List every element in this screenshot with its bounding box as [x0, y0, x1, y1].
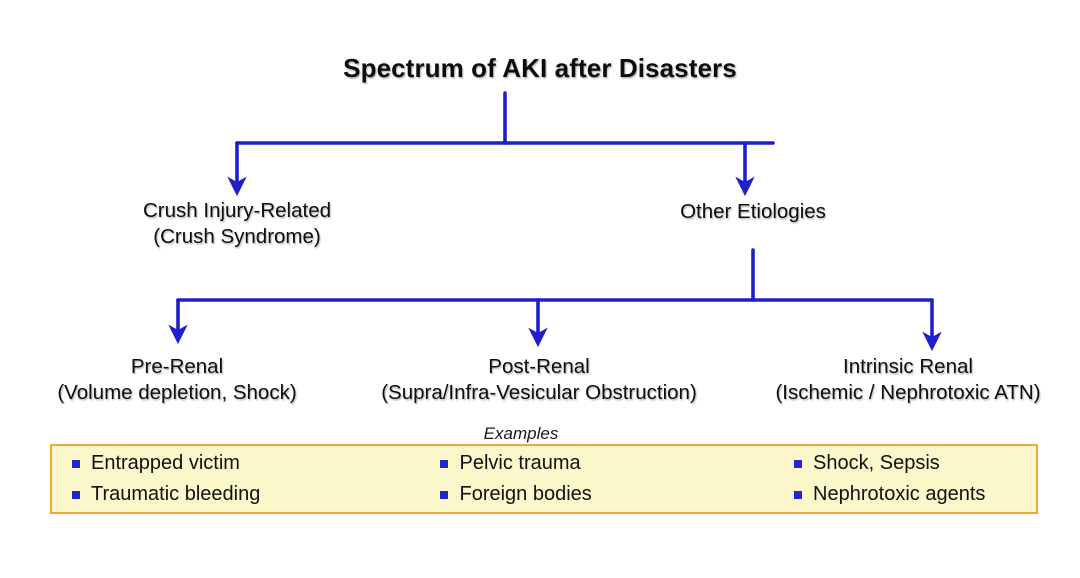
- list-item: Entrapped victim: [72, 448, 420, 479]
- node-other-etiologies: Other Etiologies: [553, 199, 953, 225]
- bullet-square-icon: [440, 459, 449, 468]
- list-item-label: Foreign bodies: [459, 483, 592, 505]
- bullet-square-icon: [794, 490, 803, 499]
- bullet-square-icon: [72, 459, 80, 468]
- examples-column-post-renal: Pelvic trauma Foreign bodies: [420, 448, 774, 510]
- connector-other-to-level3: [168, 248, 942, 352]
- examples-column-crush: Entrapped victim Traumatic bleeding: [52, 448, 420, 510]
- examples-box: Entrapped victim Traumatic bleeding Pelv…: [50, 444, 1038, 514]
- list-item: Foreign bodies: [440, 479, 774, 510]
- list-item: Traumatic bleeding: [72, 479, 420, 510]
- list-item: Nephrotoxic agents: [794, 479, 1036, 510]
- list-item: Shock, Sepsis: [794, 448, 1036, 479]
- node-pre-renal-line2: (Volume depletion, Shock): [57, 381, 297, 405]
- list-item-label: Shock, Sepsis: [813, 452, 940, 474]
- bullet-square-icon: [72, 490, 80, 499]
- examples-column-intrinsic-renal: Shock, Sepsis Nephrotoxic agents: [774, 448, 1036, 510]
- connector-root-to-level2: [227, 91, 775, 197]
- examples-label: Examples: [483, 424, 559, 443]
- bullet-square-icon: [794, 459, 803, 468]
- node-other-etiologies-line1: Other Etiologies: [680, 200, 826, 223]
- list-item-label: Nephrotoxic agents: [813, 483, 986, 505]
- node-pre-renal-line1: Pre-Renal: [130, 355, 224, 378]
- node-crush-injury: Crush Injury-Related (Crush Syndrome): [37, 198, 437, 250]
- list-item: Pelvic trauma: [440, 448, 774, 479]
- node-crush-injury-line2: (Crush Syndrome): [153, 225, 321, 249]
- node-intrinsic-renal-line1: Intrinsic Renal: [843, 355, 973, 378]
- node-crush-injury-line1: Crush Injury-Related: [143, 199, 331, 222]
- page-title: Spectrum of AKI after Disasters: [0, 52, 1080, 85]
- bullet-square-icon: [440, 490, 449, 499]
- node-post-renal-line1: Post-Renal: [488, 355, 590, 378]
- list-item-label: Pelvic trauma: [459, 452, 581, 474]
- node-post-renal-line2: (Supra/Infra-Vesicular Obstruction): [381, 381, 697, 405]
- root-title-text: Spectrum of AKI after Disasters: [343, 53, 737, 83]
- list-item-label: Traumatic bleeding: [91, 483, 261, 505]
- node-intrinsic-renal-line2: (Ischemic / Nephrotoxic ATN): [775, 381, 1041, 405]
- node-post-renal: Post-Renal (Supra/Infra-Vesicular Obstru…: [350, 354, 728, 406]
- list-item-label: Entrapped victim: [91, 452, 240, 474]
- node-pre-renal: Pre-Renal (Volume depletion, Shock): [2, 354, 352, 406]
- node-intrinsic-renal: Intrinsic Renal (Ischemic / Nephrotoxic …: [738, 354, 1078, 406]
